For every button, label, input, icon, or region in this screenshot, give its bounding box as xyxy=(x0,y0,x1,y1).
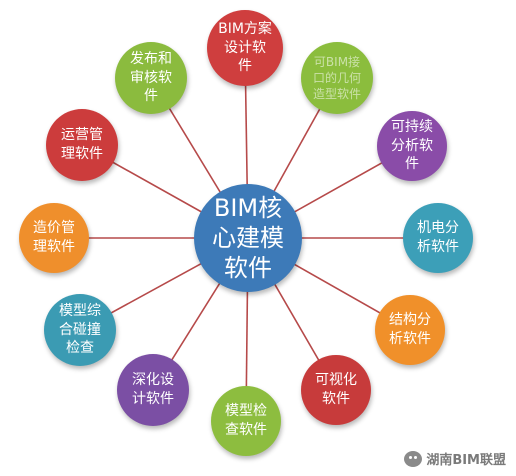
watermark: 湖南BIM联盟 xyxy=(404,449,506,468)
node-clash-detection: 模型综合碰撞检查 xyxy=(44,294,116,366)
node-visualization: 可视化软件 xyxy=(301,355,371,425)
node-sustainability-analysis: 可持续分析软件 xyxy=(377,111,447,181)
node-label: 可BIM接口的几何造型软件 xyxy=(312,54,361,102)
node-label: 模型综合碰撞检查 xyxy=(59,302,101,357)
node-detailed-design: 深化设计软件 xyxy=(117,354,189,426)
node-operation-management: 运营管理软件 xyxy=(46,109,118,181)
node-label: 深化设计软件 xyxy=(132,372,174,407)
center-node: BIM核心建模软件 xyxy=(194,184,302,292)
node-label: BIM方案设计软件 xyxy=(218,20,272,75)
node-label: 模型检查软件 xyxy=(225,403,267,438)
node-label: 造价管理软件 xyxy=(33,220,75,255)
node-mep-analysis: 机电分析软件 xyxy=(403,203,473,273)
node-bim-scheme-design: BIM方案设计软件 xyxy=(207,10,283,86)
watermark-text: 湖南BIM联盟 xyxy=(426,453,506,468)
node-label: 可持续分析软件 xyxy=(391,118,433,173)
node-model-check: 模型检查软件 xyxy=(211,386,281,456)
node-label: 发布和审核软件 xyxy=(130,50,172,105)
node-bim-interface-geometry: 可BIM接口的几何造型软件 xyxy=(301,42,373,114)
node-label: 结构分析软件 xyxy=(389,312,431,347)
center-label: BIM核心建模软件 xyxy=(212,194,284,282)
node-structural-analysis: 结构分析软件 xyxy=(375,295,445,365)
node-cost-management: 造价管理软件 xyxy=(19,203,89,273)
wechat-icon xyxy=(404,450,423,467)
node-publish-review: 发布和审核软件 xyxy=(115,42,187,114)
node-label: 可视化软件 xyxy=(315,372,357,407)
node-label: 机电分析软件 xyxy=(417,220,459,255)
node-label: 运营管理软件 xyxy=(61,127,103,162)
